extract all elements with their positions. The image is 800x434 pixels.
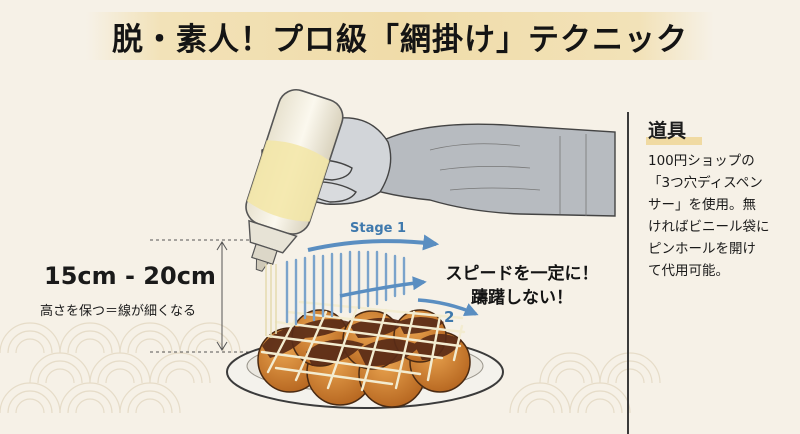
stage1-label: Stage 1 [350, 221, 407, 236]
sidebar-body: 100円ショップの 「3つ穴ディスペン サー」を使用。無 ければビニール袋に ピ… [648, 150, 798, 282]
sidebar-line: 「3つ穴ディスペン [648, 175, 763, 191]
callout-line-2: 躊躇しない！ [471, 288, 573, 308]
sidebar-heading-highlight [646, 137, 702, 145]
height-guide [150, 239, 265, 353]
stage1-lines [285, 250, 406, 326]
sidebar-divider [627, 112, 629, 434]
wave-pattern [0, 322, 661, 414]
sidebar-line: ければビニール袋に [648, 219, 770, 235]
sidebar-heading: 道具 [648, 120, 687, 142]
sidebar-line: サー」を使用。無 [648, 197, 756, 213]
height-note: 高さを保つ＝線が細くなる [40, 304, 197, 319]
sidebar-line: 100円ショップの [648, 153, 755, 169]
speed-callout: スピードを一定に！ 躊躇しない！ [422, 262, 622, 310]
mayo-bottle [245, 89, 344, 272]
page-title: 脱・素人！プロ級「網掛け」テクニック [112, 22, 688, 58]
mayo-lattice [260, 300, 466, 392]
sidebar-line: ピンホールを開け [648, 241, 756, 257]
callout-line-1: スピードを一定に！ [445, 264, 599, 284]
stage2-label: 2 [444, 308, 455, 326]
title-highlight [86, 12, 714, 60]
sidebar-line: て代用可能。 [648, 263, 729, 279]
mayo-streams [265, 264, 277, 338]
mid-arrow [339, 276, 427, 298]
stage2-arrow [417, 298, 479, 317]
stage1-arrow [307, 234, 440, 252]
height-value: 15cm - 20cm [44, 262, 216, 290]
